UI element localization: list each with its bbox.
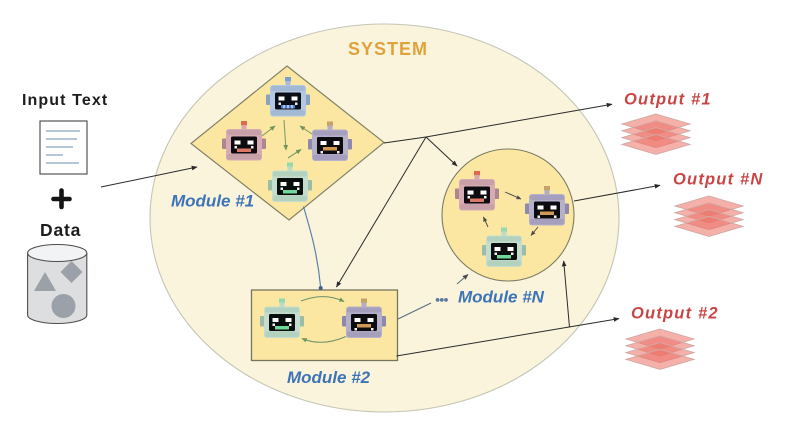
svg-text:Output #2: Output #2 [631,305,719,323]
svg-text:SYSTEM: SYSTEM [348,39,428,59]
svg-text:Output #1: Output #1 [624,91,712,109]
svg-text:Input Text: Input Text [22,92,108,109]
svg-text:Module #1: Module #1 [171,192,254,211]
svg-text:Data: Data [40,220,81,240]
svg-text:Module #N: Module #N [458,288,545,307]
svg-text:Output #N: Output #N [673,171,764,189]
svg-text:Module #2: Module #2 [287,368,371,387]
